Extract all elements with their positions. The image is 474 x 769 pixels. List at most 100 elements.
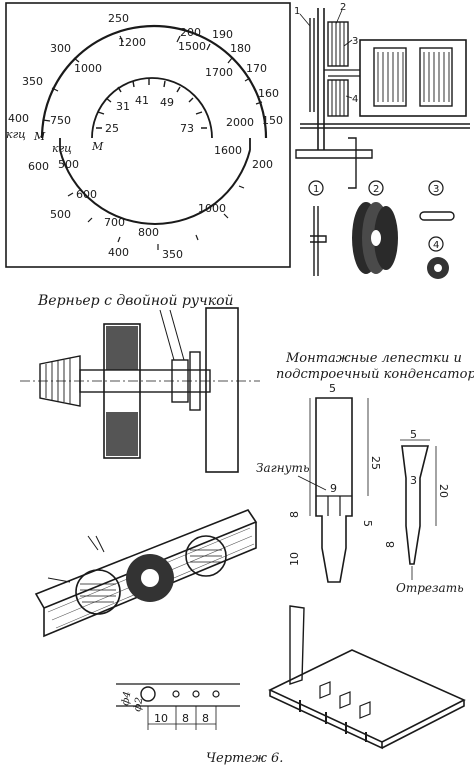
part-1-rod [310, 206, 327, 276]
lower-tick-400: 400 [108, 246, 129, 259]
inner-label-m: М [91, 140, 104, 153]
lug-dim-5-right: 5 [361, 520, 374, 527]
vernier-title: Верньер с двойной ручкой [37, 293, 234, 309]
outer-tick-190: 190 [212, 28, 233, 41]
part-circled-3: 3 [433, 184, 439, 195]
lug-right-dim-3: 3 [410, 474, 417, 487]
outer-tick-300: 300 [50, 42, 71, 55]
outer-tick-250: 250 [108, 12, 129, 25]
lug-right-dim-8: 8 [384, 541, 397, 548]
dial-scale-panel: 250 300 350 400 кгц М 1200 1000 750 1500… [5, 2, 291, 268]
outer-m-1200: 1200 [118, 36, 146, 49]
lower-m-600: 600 [76, 188, 97, 201]
lower-arc-end [59, 138, 251, 150]
hole-diameter-4: ф4 [120, 691, 133, 707]
lower-m-1000: 1000 [198, 202, 226, 215]
lug-label-cut: Отрезать [396, 581, 464, 595]
outer-m-2000: 2000 [226, 116, 254, 129]
outer-tick-350: 350 [22, 75, 43, 88]
dial-frame [5, 2, 291, 268]
lower-tick-1600: 1600 [214, 144, 242, 157]
outer-ticks [42, 35, 263, 122]
lug-dim-8: 8 [288, 511, 301, 518]
inner-tick-25: 25 [105, 122, 119, 135]
hole-diameter-2: ф2 [132, 697, 145, 713]
assembly-bracket [295, 137, 373, 189]
hole-small-3 [212, 690, 220, 698]
part-circled-4: 4 [433, 240, 439, 251]
board-gear-knob [126, 554, 174, 602]
outer-m-1000: 1000 [74, 62, 102, 75]
cap-board-pins [299, 700, 367, 742]
cap-board-lugs [319, 681, 371, 719]
lower-tick-500: 500 [50, 208, 71, 221]
inner-tick-49: 49 [160, 96, 174, 109]
capacitor-board [268, 605, 466, 750]
lower-m-800: 800 [138, 226, 159, 239]
outer-tick-400: 400 [8, 112, 29, 125]
assembly-frame [359, 39, 467, 117]
lug-right-dim-5: 5 [410, 428, 417, 441]
outer-tick-170: 170 [246, 62, 267, 75]
assembly-disk-4 [327, 79, 349, 117]
exploded-parts: 1 2 3 4 [308, 180, 455, 279]
outer-scale-arc [40, 24, 268, 139]
lug-right-dim-20: 20 [437, 484, 450, 498]
lug-dim-9: 9 [330, 482, 337, 495]
assembly-base [300, 123, 470, 129]
hole-small-1 [172, 690, 180, 698]
outer-label-m: М [33, 130, 46, 143]
assembly-coil-left [373, 47, 407, 107]
part-number-1: 1 [294, 6, 300, 17]
assembly-disk-2 [327, 21, 349, 67]
part-number-3: 3 [352, 36, 358, 47]
assembly-coil-right [419, 47, 453, 107]
lower-tick-200: 200 [252, 158, 273, 171]
lower-tick-600: 600 [28, 160, 49, 173]
outer-m-750: 750 [50, 114, 71, 127]
lower-unit-khz: кгц [52, 142, 72, 155]
hole-dim-8b: 8 [202, 712, 209, 725]
outer-unit-khz: кгц [6, 128, 26, 141]
lug-left-outline [315, 397, 353, 583]
lug-label-bend: Загнуть [256, 461, 309, 475]
hole-small-2 [192, 690, 200, 698]
lower-m-500: 500 [58, 158, 79, 171]
lower-scale-arc [59, 149, 251, 225]
lug-dim-10: 10 [288, 552, 301, 566]
hole-large [140, 686, 156, 702]
hole-layout: 10 8 8 ф4 ф2 [116, 683, 240, 730]
outer-m-1500: 1500 [178, 40, 206, 53]
part-circled-2: 2 [373, 184, 379, 195]
lugs-title-2: подстроечный конденсатор [276, 367, 474, 382]
hole-strip [116, 683, 240, 707]
inner-tick-41: 41 [135, 94, 149, 107]
part-circle-3 [428, 180, 444, 196]
vernier-drawing: Верньер с двойной ручкой [20, 293, 260, 473]
lugs-title-1: Монтажные лепестки и [285, 351, 462, 366]
lug-dim-5-top: 5 [329, 382, 336, 395]
outer-m-1700: 1700 [205, 66, 233, 79]
hole-dim-10: 10 [154, 712, 168, 725]
part-3-pin [419, 211, 455, 221]
assembly-shaft [317, 8, 325, 150]
lower-m-700: 700 [104, 216, 125, 229]
vernier-nut [171, 359, 189, 403]
outer-tick-200: 200 [180, 26, 201, 39]
vernier-big-knob [103, 323, 141, 459]
outer-tick-150: 150 [262, 114, 283, 127]
board-knob-left [75, 569, 121, 615]
part-number-4: 4 [352, 94, 358, 105]
part-number-2: 2 [340, 2, 346, 13]
lug-right-outline [401, 445, 430, 565]
capacitor-assembly: 1 2 3 4 [294, 2, 470, 189]
outer-tick-160: 160 [258, 87, 279, 100]
hole-dim-8a: 8 [182, 712, 189, 725]
inner-tick-73: 73 [180, 122, 194, 135]
board-knob-right [185, 535, 227, 577]
part-4-small-gear [427, 257, 449, 279]
lower-tick-350: 350 [162, 248, 183, 261]
part-2-gear-stack [352, 202, 398, 274]
figure-caption: Чертеж 6. [206, 751, 283, 766]
isometric-board [34, 509, 258, 638]
